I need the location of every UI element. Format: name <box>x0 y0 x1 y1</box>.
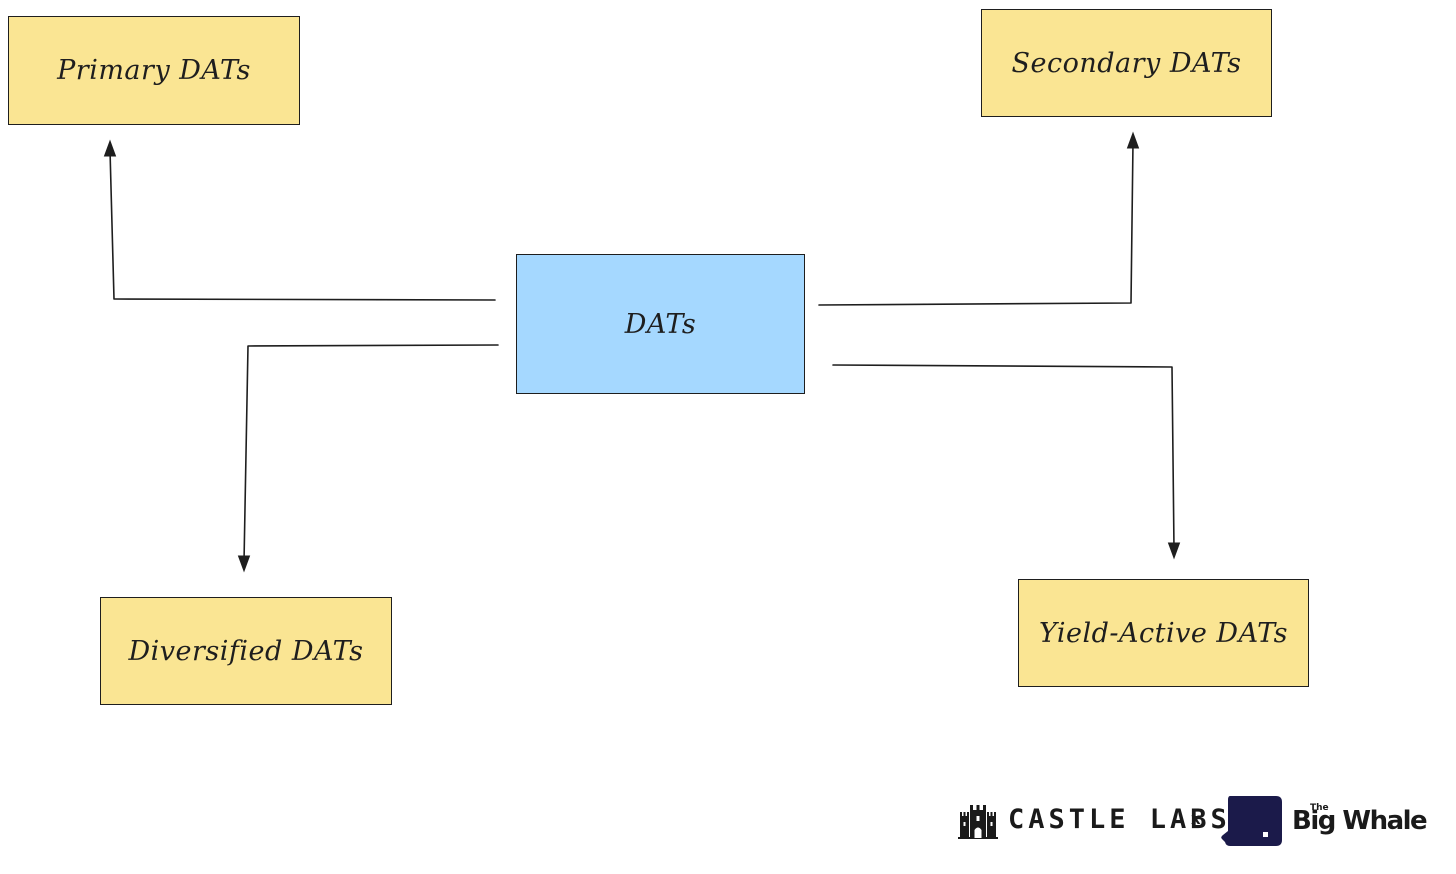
brand-separator: x <box>1191 810 1201 828</box>
node-yield-active-dats: Yield-Active DATs <box>1018 579 1309 687</box>
whale-icon <box>1221 796 1282 846</box>
arrowhead-diversified <box>237 555 251 573</box>
node-diversified-dats: Diversified DATs <box>100 597 392 705</box>
node-dats-center: DATs <box>516 254 805 394</box>
node-secondary-dats: Secondary DATs <box>981 9 1272 117</box>
the-big-whale-the: The <box>1310 803 1329 813</box>
castle-labs-wordmark: CASTLE LABS <box>1008 804 1231 835</box>
node-primary-label: Primary DATs <box>57 55 251 86</box>
connector-secondary <box>818 141 1134 306</box>
node-secondary-label: Secondary DATs <box>1011 47 1242 79</box>
arrowhead-primary <box>103 139 117 157</box>
footer-branding: CASTLE LABS x The Big Whale <box>958 794 1438 850</box>
connector-primary <box>109 149 496 301</box>
node-diversified-label: Diversified DATs <box>128 635 364 667</box>
arrowhead-secondary <box>1126 131 1140 149</box>
connector-yield-active <box>832 364 1175 550</box>
big-whale-wordmark: Big Whale <box>1292 806 1428 836</box>
castle-icon <box>958 805 998 839</box>
node-primary-dats: Primary DATs <box>8 16 300 125</box>
arrowhead-yield-active <box>1167 542 1181 560</box>
connector-diversified <box>243 344 499 563</box>
node-center-label: DATs <box>624 308 697 340</box>
node-yield-active-label: Yield-Active DATs <box>1039 617 1288 649</box>
